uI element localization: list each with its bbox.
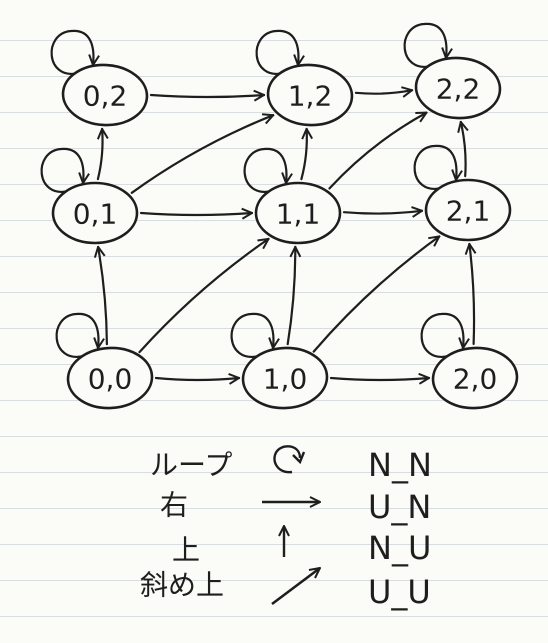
self-loop-n12	[255, 29, 299, 75]
edge-right-n00-n10	[154, 378, 239, 380]
node-label: 2,2	[436, 73, 481, 106]
edge-up-n01-n02	[96, 129, 103, 181]
legend-code-loop: N_N	[368, 446, 432, 484]
legend: ループ N_N 右 U_N 上 N_U 斜め上 U_U	[140, 445, 432, 611]
state-node-n02: 0,2	[61, 63, 149, 127]
node-label: 1,0	[263, 363, 308, 396]
legend-code-up: N_U	[368, 529, 431, 567]
node-label: 0,0	[88, 363, 133, 396]
self-loop-n10	[230, 312, 274, 358]
loop-icon	[273, 445, 306, 474]
edge-right-n01-n11	[139, 213, 252, 215]
edge-right-n11-n21	[342, 211, 422, 214]
self-loop-n01	[40, 147, 84, 193]
edge-right-n10-n20	[329, 378, 429, 380]
node-ellipse	[241, 346, 329, 410]
state-node-n00: 0,0	[66, 346, 154, 410]
edge-up-n11-n12	[300, 129, 306, 181]
edge-diagonal-n01-n12	[130, 115, 273, 194]
node-ellipse	[254, 181, 342, 245]
self-loop-n21	[413, 144, 457, 190]
legend-code-right: U_N	[368, 488, 431, 526]
self-loop-n20	[420, 312, 464, 358]
state-node-n11: 1,1	[254, 181, 342, 245]
edge-up-n00-n01	[98, 247, 108, 346]
legend-label-loop: ループ	[150, 449, 232, 482]
edge-diagonal-n00-n11	[138, 239, 269, 354]
edge-up-n10-n11	[286, 245, 296, 346]
edge-diagonal-n10-n21	[312, 236, 440, 353]
node-label: 2,1	[446, 195, 491, 228]
node-label: 0,2	[83, 80, 128, 113]
node-ellipse	[51, 181, 139, 245]
node-ellipse	[431, 346, 519, 410]
node-ellipse	[266, 63, 354, 127]
state-node-n21: 2,1	[424, 178, 512, 242]
node-label: 1,2	[288, 80, 333, 113]
edge-right-n12-n22	[354, 90, 412, 94]
node-label: 1,1	[276, 198, 321, 231]
self-loop-n11	[243, 147, 287, 193]
legend-code-diagonal: U_U	[368, 573, 431, 611]
edge-up-n20-n21	[469, 244, 474, 346]
state-node-n20: 2,0	[431, 346, 519, 410]
self-loop-n02	[50, 29, 94, 75]
legend-label-right: 右	[160, 489, 188, 522]
node-label: 2,0	[453, 363, 498, 396]
edge-up-n21-n22	[461, 122, 466, 178]
node-ellipse	[66, 346, 154, 410]
node-ellipse	[424, 178, 512, 242]
self-loop-n22	[403, 22, 447, 68]
edges-layer	[98, 90, 474, 380]
state-node-n10: 1,0	[241, 346, 329, 410]
node-ellipse	[414, 56, 502, 120]
edge-right-n02-n12	[149, 95, 264, 97]
legend-label-up: 上	[172, 534, 200, 567]
diagonal-arrow-icon	[271, 568, 320, 606]
state-node-n22: 2,2	[414, 56, 502, 120]
node-ellipse	[61, 63, 149, 127]
legend-label-diagonal: 斜め上	[140, 569, 224, 602]
edge-diagonal-n11-n22	[328, 111, 427, 190]
node-label: 0,1	[73, 198, 118, 231]
self-loop-n00	[55, 312, 99, 358]
nodes-layer: 0,0 0,1 0,2 1,0 1,1 1,2 2,0 2,1 2,2	[51, 56, 519, 410]
self-loops-layer	[40, 22, 464, 358]
state-node-n01: 0,1	[51, 181, 139, 245]
state-node-n12: 1,2	[266, 63, 354, 127]
